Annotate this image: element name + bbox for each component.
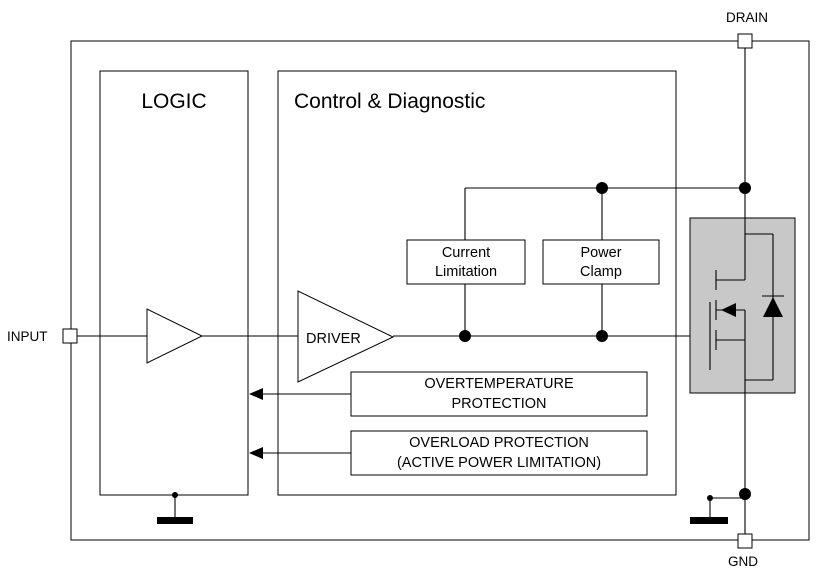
overload-label-1: OVERLOAD PROTECTION bbox=[409, 435, 589, 451]
logic-block: LOGIC bbox=[99, 70, 249, 496]
source-node bbox=[739, 488, 751, 500]
power-clamp-block: Power Clamp bbox=[542, 239, 660, 285]
drain-pin-label: DRAIN bbox=[726, 10, 768, 25]
overtemperature-label-2: PROTECTION bbox=[451, 396, 546, 412]
power-clamp-label-1: Power bbox=[580, 245, 621, 261]
logic-ground-symbol bbox=[157, 492, 193, 524]
power-clamp-label-2: Clamp bbox=[580, 264, 622, 280]
input-pin: INPUT bbox=[7, 328, 78, 344]
driver-amplifier: DRIVER bbox=[297, 290, 395, 383]
overtemperature-label-1: OVERTEMPERATURE bbox=[424, 376, 574, 392]
output-ground-symbol bbox=[690, 495, 745, 524]
overload-block: OVERLOAD PROTECTION (ACTIVE POWER LIMITA… bbox=[350, 430, 648, 476]
overload-arrowhead bbox=[249, 447, 263, 459]
overload-label-2: (ACTIVE POWER LIMITATION) bbox=[397, 455, 601, 471]
driver-label: DRIVER bbox=[306, 331, 361, 347]
input-pin-label: INPUT bbox=[7, 329, 48, 344]
mosfet-shading bbox=[689, 217, 796, 394]
drain-pin: DRAIN bbox=[726, 10, 768, 49]
current-limitation-label-1: Current bbox=[442, 245, 490, 261]
gnd-pin: GND bbox=[728, 533, 758, 569]
current-limitation-label-2: Limitation bbox=[435, 264, 497, 280]
mosfet-body-arrow bbox=[721, 303, 736, 317]
current-limitation-block: Current Limitation bbox=[406, 239, 526, 285]
overtemperature-arrowhead bbox=[249, 388, 263, 400]
power-mosfet bbox=[689, 217, 796, 394]
gnd-pin-label: GND bbox=[728, 554, 758, 569]
body-diode bbox=[763, 297, 783, 317]
logic-buffer bbox=[146, 308, 204, 364]
overtemperature-block: OVERTEMPERATURE PROTECTION bbox=[350, 371, 648, 417]
logic-title: LOGIC bbox=[141, 90, 206, 113]
control-diagnostic-title: Control & Diagnostic bbox=[294, 90, 485, 113]
